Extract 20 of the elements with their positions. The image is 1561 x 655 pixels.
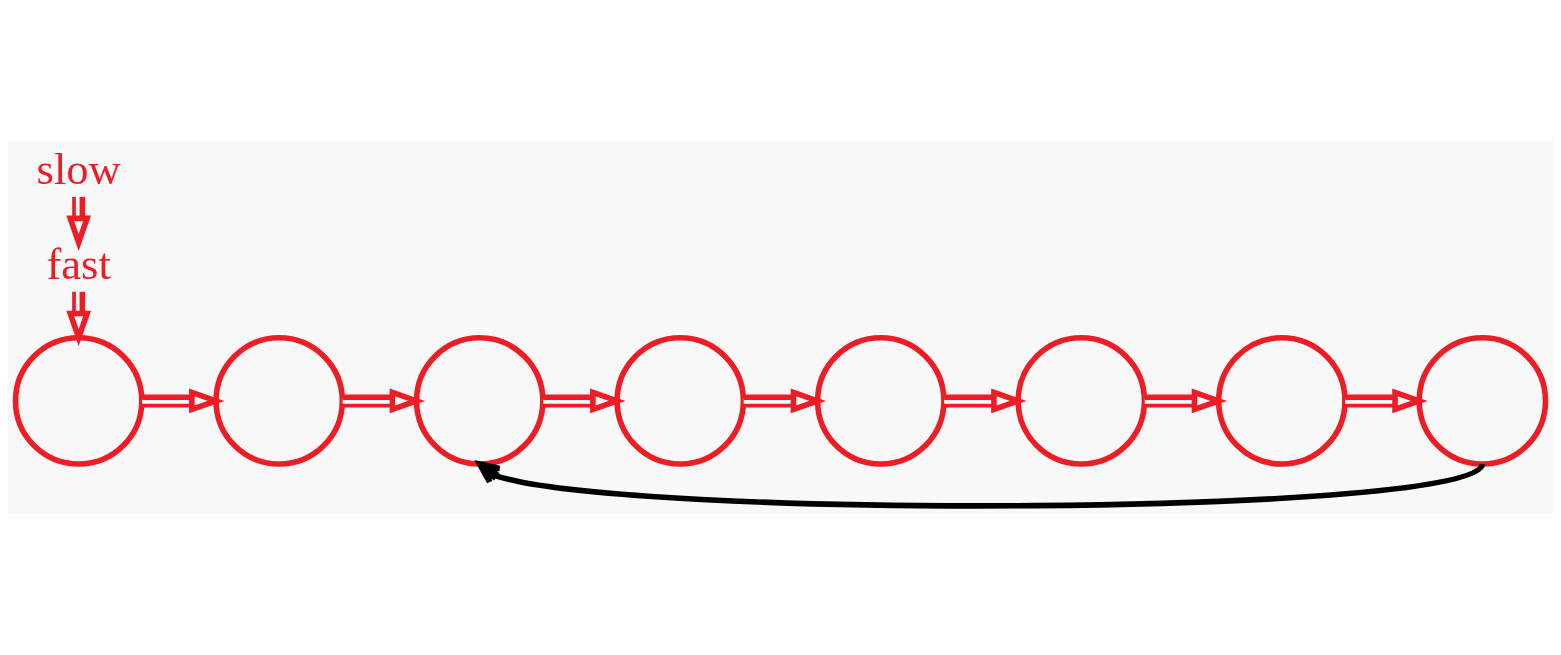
arrow xyxy=(342,388,425,414)
arrow xyxy=(476,461,1484,509)
arrow xyxy=(1345,388,1428,414)
arrow xyxy=(743,388,826,414)
arrow xyxy=(543,388,626,414)
node-text: slow xyxy=(36,144,121,195)
arrow xyxy=(142,388,225,414)
node-text: fast xyxy=(46,238,111,289)
node-circle xyxy=(1416,335,1549,467)
arrow xyxy=(66,291,92,347)
node-circle xyxy=(12,335,145,467)
arrow xyxy=(944,388,1027,414)
node-circle xyxy=(1215,335,1348,467)
node-circle xyxy=(1015,335,1148,467)
arrow xyxy=(1144,388,1228,414)
node-circle xyxy=(814,335,947,467)
node-circle xyxy=(614,335,747,467)
node-circle xyxy=(213,335,346,467)
node-circle xyxy=(413,335,546,467)
arrow xyxy=(66,196,92,251)
